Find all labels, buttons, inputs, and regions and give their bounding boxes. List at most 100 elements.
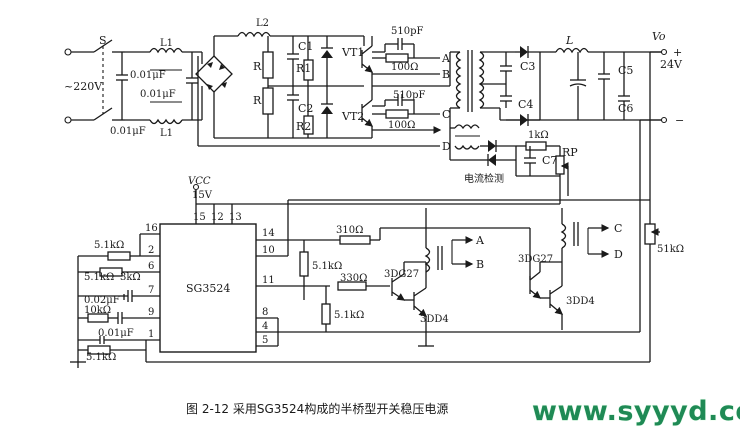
label-vo: Vo <box>652 30 666 43</box>
transistor-vt2 <box>361 86 374 138</box>
label-310: 310Ω <box>336 225 363 236</box>
input-section <box>64 31 306 138</box>
driver-transistor-1 <box>391 261 434 347</box>
label-24v: 24V <box>660 58 683 71</box>
pin-11: 11 <box>262 275 275 286</box>
pin-5: 5 <box>262 335 268 346</box>
pin-14: 14 <box>262 228 275 239</box>
label-c6: C6 <box>618 102 633 115</box>
label-plus: + <box>673 46 682 59</box>
label-node-c: C <box>442 108 450 121</box>
label-3dg27-2: 3DG27 <box>518 254 553 265</box>
label-c-in2: 0.01μF <box>140 89 176 100</box>
pin-6: 6 <box>148 261 154 272</box>
label-c1: C1 <box>298 40 313 53</box>
label-c2: C2 <box>298 102 313 115</box>
label-vt1: VT1 <box>341 46 364 59</box>
label-vt2: VT2 <box>341 110 364 123</box>
label-c5: C5 <box>618 64 633 77</box>
pin-9: 9 <box>148 307 154 318</box>
label-rp: RP <box>562 146 578 159</box>
watermark: www.syyyd.com <box>532 396 740 427</box>
label-1k: 1kΩ <box>528 130 549 141</box>
labels: S ~220V 0.01μF 0.01μF 0.01μF L1 L1 L2 R … <box>64 18 740 428</box>
choke-l2 <box>237 31 271 38</box>
label-c7: C7 <box>542 154 557 167</box>
label-r-bottom: R <box>253 94 262 107</box>
label-5k1-2: 5.1kΩ <box>84 272 114 283</box>
label-3dd4-2: 3DD4 <box>566 296 595 307</box>
label-c-in1: 0.01μF <box>130 70 166 81</box>
pin-13: 13 <box>229 212 242 223</box>
label-minus: − <box>675 114 684 127</box>
label-001uf: 0.01μF <box>98 328 134 339</box>
label-node-d: D <box>442 140 451 153</box>
label-out-c: C <box>614 222 622 235</box>
label-r-top: R <box>253 60 262 73</box>
label-l2: L2 <box>256 18 269 29</box>
label-510pf-2: 510pF <box>393 90 425 101</box>
pin-4: 4 <box>262 321 268 332</box>
ic-sg3524 <box>159 223 257 353</box>
transistor-vt1 <box>361 36 374 86</box>
half-bridge <box>214 35 442 139</box>
label-3dg27-1: 3DG27 <box>384 269 419 280</box>
label-l1: L1 <box>160 38 173 49</box>
label-out-d: D <box>614 248 623 261</box>
driver-transistor-2 <box>529 261 563 330</box>
label-15v: 15V <box>192 190 213 201</box>
label-switch: S <box>99 34 107 47</box>
label-mains: ~220V <box>64 80 103 93</box>
transformer <box>372 50 485 160</box>
label-3k: 3kΩ <box>120 272 141 283</box>
pin-12: 12 <box>211 212 224 223</box>
pin-7: 7 <box>148 285 154 296</box>
label-out-b: B <box>476 258 484 271</box>
label-510pf-1: 510pF <box>391 26 423 37</box>
pin-16: 16 <box>145 223 158 234</box>
label-r2: R2 <box>296 120 311 133</box>
label-node-a: A <box>441 52 451 65</box>
resistor-r-top <box>262 51 274 79</box>
label-vcc: VCC <box>188 176 211 187</box>
output-inductor-l <box>555 47 589 54</box>
current-detect <box>450 140 569 196</box>
label-5k1-3: 5.1kΩ <box>86 352 116 363</box>
choke-l1-top <box>149 47 183 54</box>
label-r1: R1 <box>296 62 311 75</box>
label-c3: C3 <box>520 60 535 73</box>
ac-terminal-top <box>64 48 72 56</box>
label-l1b: L1 <box>160 128 173 139</box>
bridge-rectifier <box>195 36 233 138</box>
pin-10: 10 <box>262 245 275 256</box>
label-51k: 51kΩ <box>657 244 684 255</box>
label-100-2: 100Ω <box>388 120 415 131</box>
label-002uf: 0.02μF <box>84 295 120 306</box>
label-100-1: 100Ω <box>391 62 418 73</box>
label-node-b: B <box>442 68 450 81</box>
pin-8: 8 <box>262 307 268 318</box>
label-l-out: L <box>565 34 573 47</box>
ac-terminal-bottom <box>64 116 72 124</box>
label-330: 330Ω <box>340 273 367 284</box>
label-current-detect: 电流检测 <box>464 172 504 185</box>
label-3dd4-1: 3DD4 <box>420 314 449 325</box>
label-10k: 10kΩ <box>84 305 111 316</box>
label-c4: C4 <box>518 98 533 111</box>
pin-2: 2 <box>148 245 154 256</box>
output-rectifier <box>480 46 668 126</box>
pin-15: 15 <box>193 212 206 223</box>
label-c-in3: 0.01μF <box>110 126 146 137</box>
label-out-a: A <box>475 234 485 247</box>
label-5k1-1: 5.1kΩ <box>94 240 124 251</box>
label-5k1-5: 5.1kΩ <box>334 310 364 321</box>
switch-s <box>93 39 125 121</box>
resistor-r-bottom <box>262 87 274 115</box>
figure-caption: 图 2-12 采用SG3524构成的半桥型开关稳压电源 <box>186 401 448 416</box>
label-5k1-4: 5.1kΩ <box>312 261 342 272</box>
ic-name: SG3524 <box>186 282 230 295</box>
choke-l1-bottom <box>149 118 183 125</box>
pin-1: 1 <box>148 329 154 340</box>
